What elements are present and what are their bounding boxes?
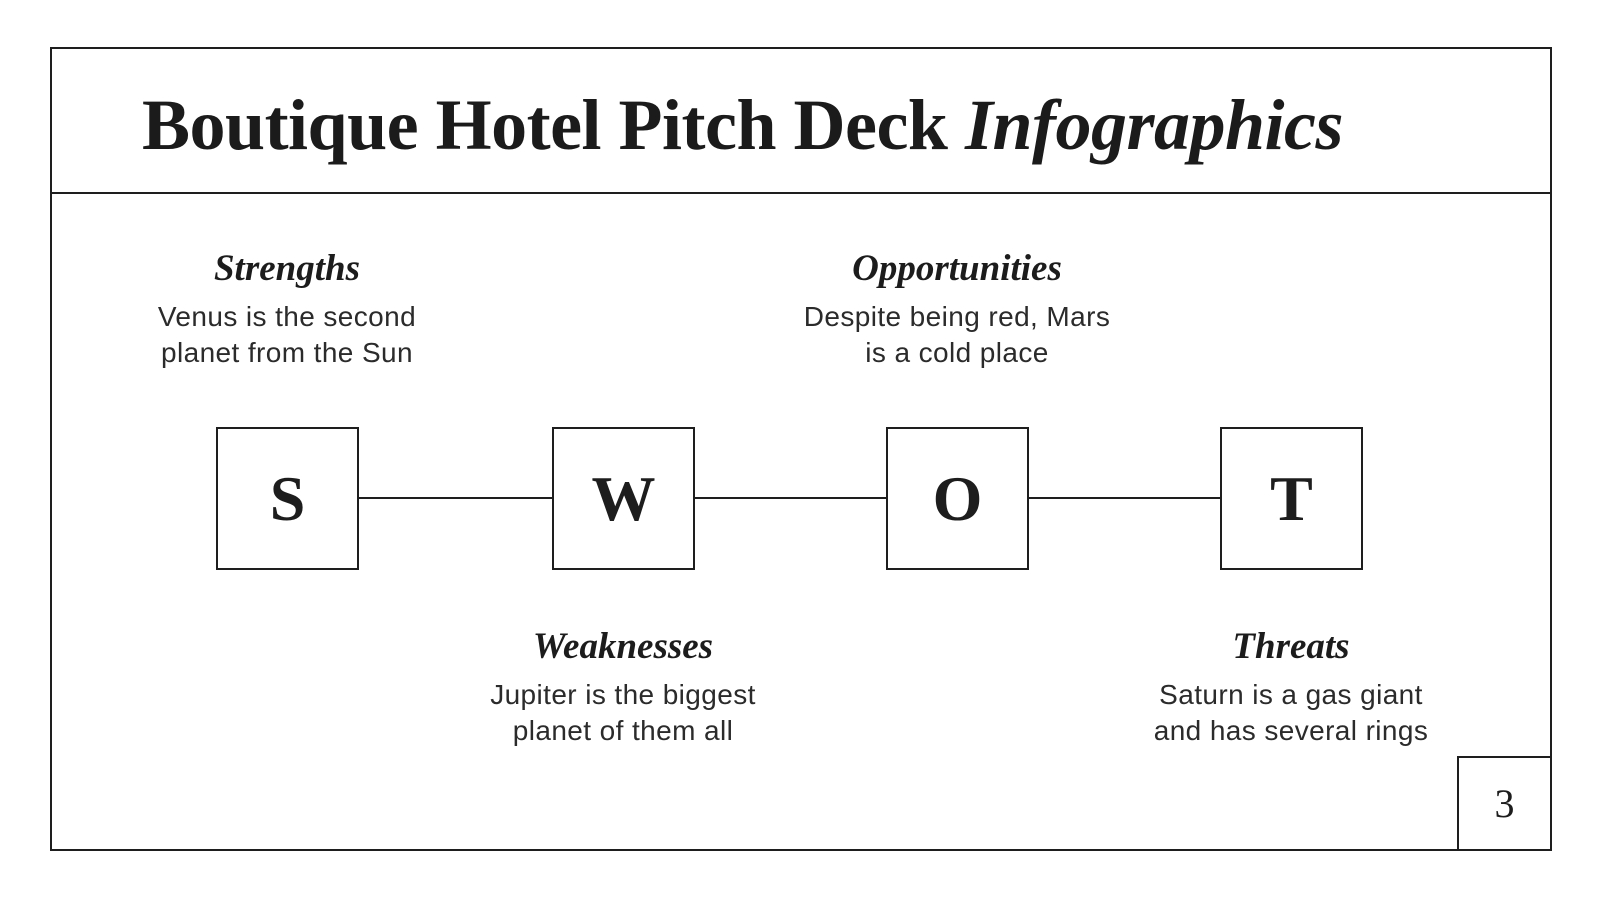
swot-letter-w: W	[591, 462, 656, 534]
strengths-heading: Strengths	[213, 248, 360, 289]
page-number-box: 3	[1457, 756, 1550, 849]
title-regular: Boutique Hotel Pitch Deck	[142, 85, 948, 165]
page-number: 3	[1494, 781, 1515, 826]
opportunities-description: Despite being red, Mars is a cold place	[757, 299, 1157, 371]
swot-box-weaknesses: W	[552, 427, 695, 570]
opportunities-heading: Opportunities	[852, 248, 1062, 289]
strengths-label-group: Strengths Venus is the second planet fro…	[87, 247, 487, 371]
header: Boutique Hotel Pitch Deck Infographics	[52, 49, 1550, 194]
swot-letter-t: T	[1270, 462, 1313, 534]
opportunities-description-line2: is a cold place	[865, 337, 1049, 368]
weaknesses-description-line2: planet of them all	[512, 715, 734, 746]
strengths-description-line1: Venus is the second	[157, 301, 417, 332]
swot-connector-line	[359, 497, 1220, 499]
swot-letter-o: O	[932, 462, 983, 534]
weaknesses-description: Jupiter is the biggest planet of them al…	[423, 677, 823, 749]
threats-description-line1: Saturn is a gas giant	[1159, 679, 1423, 710]
weaknesses-label-group: Weaknesses Jupiter is the biggest planet…	[423, 625, 823, 749]
slide-frame: Boutique Hotel Pitch Deck Infographics S…	[50, 47, 1552, 851]
strengths-description-line2: planet from the Sun	[161, 337, 413, 368]
strengths-description: Venus is the second planet from the Sun	[87, 299, 487, 371]
swot-box-strengths: S	[216, 427, 359, 570]
swot-letter-s: S	[269, 462, 306, 534]
weaknesses-description-line1: Jupiter is the biggest	[490, 679, 756, 710]
title-emphasis: Infographics	[964, 85, 1344, 165]
threats-label-group: Threats Saturn is a gas giant and has se…	[1091, 625, 1491, 749]
weaknesses-heading: Weaknesses	[532, 626, 714, 667]
opportunities-label-group: Opportunities Despite being red, Mars is…	[757, 247, 1157, 371]
swot-box-threats: T	[1220, 427, 1363, 570]
threats-description-line2: and has several rings	[1153, 715, 1429, 746]
threats-heading: Threats	[1232, 626, 1350, 667]
slide-title: Boutique Hotel Pitch Deck Infographics	[142, 84, 1344, 167]
opportunities-description-line1: Despite being red, Mars	[803, 301, 1111, 332]
threats-description: Saturn is a gas giant and has several ri…	[1091, 677, 1491, 749]
swot-box-opportunities: O	[886, 427, 1029, 570]
